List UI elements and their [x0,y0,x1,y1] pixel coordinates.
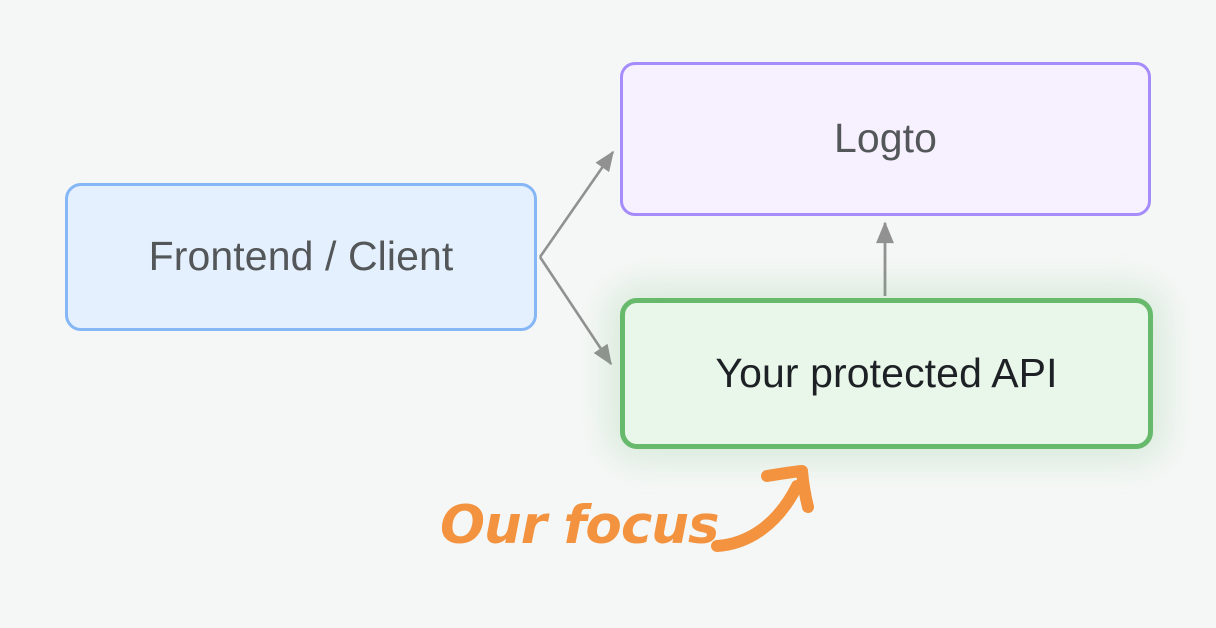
edge-frontend-to-api [538,256,613,366]
node-logto-label: Logto [833,115,938,162]
node-protected-api-label: Your protected API [715,349,1058,396]
node-frontend-label: Frontend / Client [148,233,454,280]
node-frontend[interactable]: Frontend / Client [65,183,537,331]
node-logto[interactable]: Logto [620,62,1151,216]
node-protected-api[interactable]: Your protected API [620,298,1153,449]
our-focus-annotation-text: Our focus [440,495,720,556]
edge-frontend-to-logto [538,150,615,258]
